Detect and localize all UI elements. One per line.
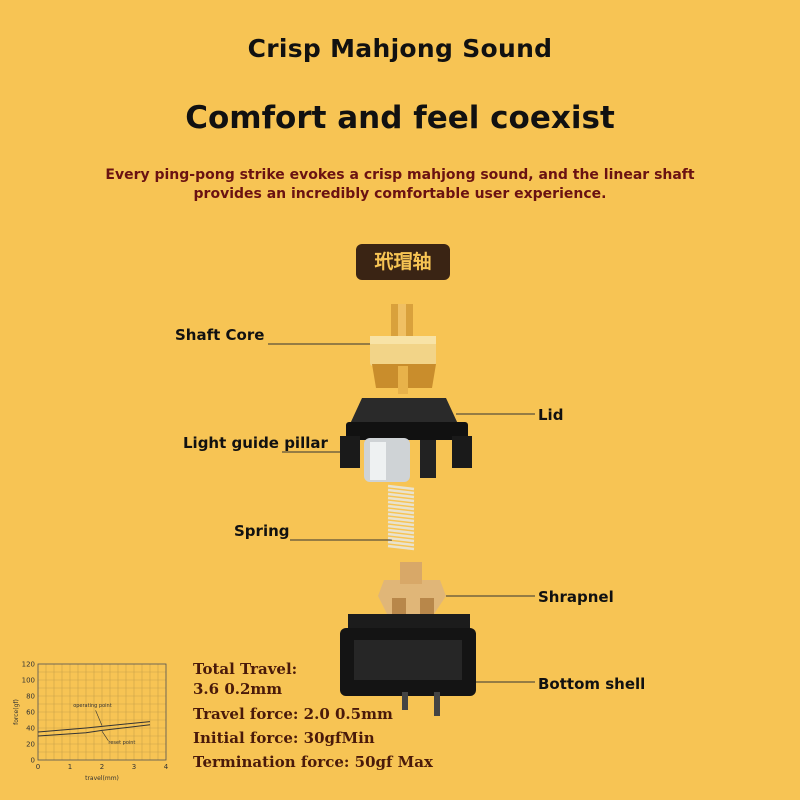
annotation-leader (95, 710, 103, 726)
spring-coil (387, 528, 415, 535)
spec-total-travel-value: 3.6 0.2mm (193, 680, 283, 698)
label-shaft-core: Shaft Core (175, 326, 265, 344)
spring-coil (387, 504, 415, 511)
label-bottom-shell: Bottom shell (538, 675, 646, 693)
bottom-shell-part (340, 614, 476, 716)
x-tick-label: 3 (132, 763, 136, 771)
shaft-core-part (370, 304, 436, 394)
y-axis-label: force(gf) (13, 699, 20, 725)
spec-travel-force: Travel force: 2.0 0.5mm (193, 705, 393, 723)
force-curve (37, 724, 151, 737)
y-tick-label: 20 (26, 741, 35, 749)
y-tick-label: 60 (26, 709, 35, 717)
x-axis-label: travel(mm) (85, 775, 119, 782)
switch-name-badge: 玳瑁轴 (356, 244, 450, 280)
lid-part (340, 398, 472, 478)
spring-coil (387, 484, 415, 491)
y-tick-label: 40 (26, 725, 35, 733)
y-tick-label: 80 (26, 693, 35, 701)
leader-lines (268, 343, 535, 683)
shrapnel-part (378, 562, 446, 620)
spring-coil (387, 532, 415, 539)
spring-coil (387, 520, 415, 527)
label-light-guide-pillar: Light guide pillar (183, 434, 328, 452)
spring-coil (387, 536, 415, 543)
x-tick-label: 0 (36, 763, 40, 771)
spring-coil (387, 500, 415, 507)
spring-coil (387, 508, 415, 515)
spring-coil (387, 512, 415, 519)
x-tick-label: 2 (100, 763, 104, 771)
y-tick-label: 100 (22, 677, 35, 685)
spring-coil (387, 488, 415, 495)
label-spring: Spring (234, 522, 290, 540)
spring-part (387, 484, 415, 551)
spring-coil (387, 496, 415, 503)
spring-coil (387, 492, 415, 499)
x-tick-label: 1 (68, 763, 72, 771)
annotation-leader (101, 731, 109, 741)
spec-total-travel-label: Total Travel: (193, 660, 298, 678)
label-shrapnel: Shrapnel (538, 588, 614, 606)
x-tick-label: 4 (164, 763, 169, 771)
annotation-operating-point: operating point (73, 703, 112, 709)
spec-termination-force: Termination force: 50gf Max (193, 753, 433, 771)
annotation-reset-point: reset point (108, 740, 135, 746)
spec-initial-force: Initial force: 30gfMin (193, 729, 375, 747)
force-travel-chart: 0 20 40 60 80 100 120 0 1 2 3 4 travel(mm) force(gf) o… (13, 661, 169, 783)
description: Every ping-pong strike evokes a crisp ma… (105, 167, 695, 202)
spring-coil (387, 524, 415, 531)
label-lid: Lid (538, 406, 564, 424)
y-tick-label: 120 (22, 661, 35, 669)
spring-coil (387, 544, 415, 551)
page-title: Crisp Mahjong Sound (247, 34, 553, 63)
spring-coil (387, 516, 415, 523)
light-guide-pillar-part (364, 438, 410, 482)
chart-frame (37, 663, 167, 761)
spring-coil (387, 540, 415, 547)
y-tick-label: 0 (31, 757, 35, 765)
force-curve (37, 721, 151, 733)
headline: Comfort and feel coexist (185, 100, 615, 136)
